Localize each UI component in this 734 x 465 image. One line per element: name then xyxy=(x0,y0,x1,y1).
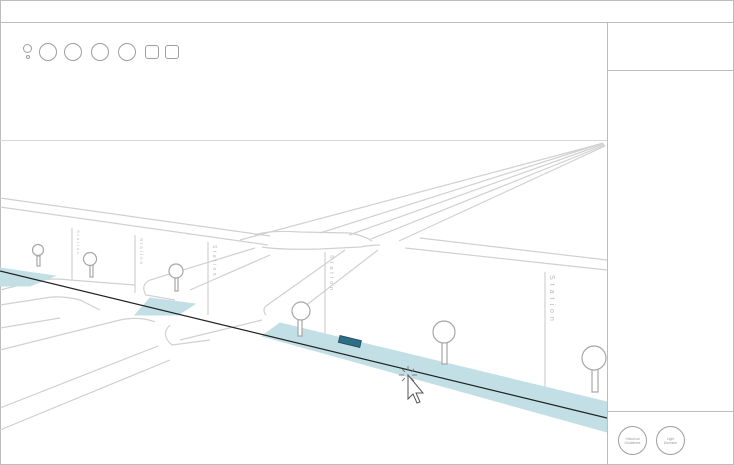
road-edge xyxy=(398,145,606,242)
station-label: Station xyxy=(211,245,217,278)
road-edge xyxy=(0,317,61,329)
road-edge xyxy=(348,143,605,236)
water-strip xyxy=(0,267,57,287)
road-edge xyxy=(319,142,604,234)
side-panel: Historical Guidelines Light Direction xyxy=(607,23,734,465)
road-edge xyxy=(239,143,601,241)
station-label: Station xyxy=(139,238,144,266)
road-edge xyxy=(404,247,607,271)
water-strip xyxy=(133,297,197,316)
tree xyxy=(82,251,98,278)
circle-tool-4[interactable] xyxy=(118,43,136,61)
station-label: Station xyxy=(76,230,81,256)
pin-tool-head[interactable] xyxy=(23,44,32,53)
top-bar xyxy=(0,0,734,23)
road-edge xyxy=(179,319,263,341)
historical-guidelines-button[interactable]: Historical Guidelines xyxy=(618,426,647,455)
station-label: Station xyxy=(328,255,334,293)
side-panel-header xyxy=(608,23,734,71)
road-edge xyxy=(0,296,101,311)
circle-tool-2[interactable] xyxy=(64,43,82,61)
road-edge xyxy=(419,237,607,261)
light-direction-button[interactable]: Light Direction xyxy=(656,426,685,455)
road-edge xyxy=(189,254,271,291)
intersection-edge xyxy=(261,244,381,250)
map-viewport[interactable]: Station Station Station Station Station xyxy=(0,23,607,465)
road-edge xyxy=(0,345,159,409)
tree xyxy=(581,345,607,393)
toolbar xyxy=(0,23,607,141)
road-edge xyxy=(0,197,271,237)
tree xyxy=(168,263,184,292)
intersection-edge xyxy=(254,230,373,242)
side-panel-content xyxy=(608,71,734,412)
road-edge xyxy=(299,249,379,311)
arrow-cursor-icon xyxy=(407,373,425,404)
tree xyxy=(31,243,45,267)
water-canal xyxy=(260,322,607,433)
road-edge xyxy=(143,247,256,301)
square-tool-1[interactable] xyxy=(145,45,159,59)
road-edge xyxy=(0,206,269,246)
road-edge xyxy=(263,249,346,316)
station-label: Station xyxy=(548,275,555,325)
circle-tool-3[interactable] xyxy=(91,43,109,61)
pin-tool-tail[interactable] xyxy=(26,55,30,59)
side-panel-footer: Historical Guidelines Light Direction xyxy=(608,412,734,465)
tree xyxy=(432,320,456,365)
square-tool-2[interactable] xyxy=(165,45,179,59)
road-edge xyxy=(0,359,171,431)
circle-tool-1[interactable] xyxy=(39,43,57,61)
tram-vehicle[interactable] xyxy=(337,335,362,348)
perspective-scene: Station Station Station Station Station xyxy=(0,142,607,433)
road-edge xyxy=(164,324,211,346)
road-edge xyxy=(370,144,606,240)
tram-line xyxy=(0,270,607,419)
tree xyxy=(291,301,311,337)
road-edge xyxy=(0,317,156,351)
